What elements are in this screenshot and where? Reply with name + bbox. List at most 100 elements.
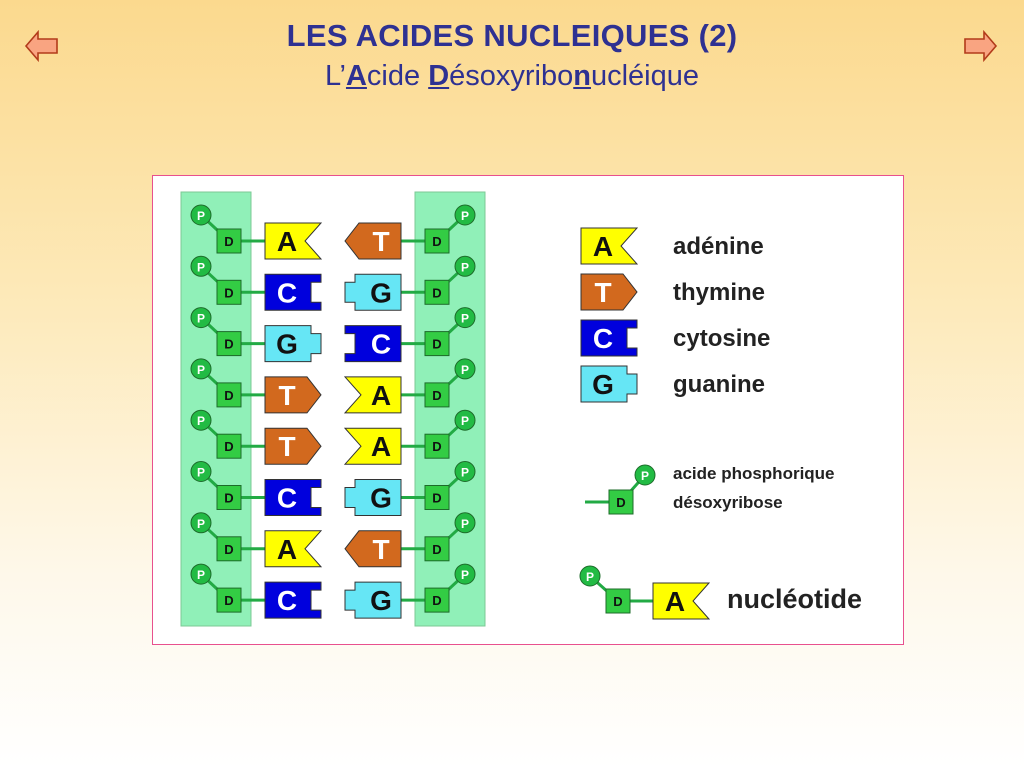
- guanine-letter-right: G: [370, 483, 392, 514]
- adenine-letter-legend: A: [593, 231, 613, 262]
- left-phosphate: [190, 461, 212, 482]
- nucleotide-phosphate-label: P: [586, 570, 594, 584]
- left-phosphate-label: P: [197, 466, 205, 480]
- left-sugar: [216, 587, 242, 613]
- guanine-letter-right: G: [370, 277, 392, 308]
- legend-phosphate: [634, 464, 656, 486]
- right-phosphate-label: P: [461, 260, 469, 274]
- right-phosphate-label: P: [461, 209, 469, 223]
- legend-phosphate-label: P: [641, 469, 649, 483]
- legend-sugar-label: D: [616, 495, 625, 510]
- cytosine-base-left: [264, 581, 322, 619]
- right-sugar-label: D: [432, 285, 441, 300]
- left-sugar-label: D: [224, 388, 233, 403]
- cytosine-letter-left: C: [277, 585, 297, 616]
- cytosine-letter-left: C: [277, 483, 297, 514]
- left-phosphate-label: P: [197, 568, 205, 582]
- guanine-letter-legend: G: [592, 369, 614, 400]
- page-title: LES ACIDES NUCLEIQUES (2): [286, 18, 738, 53]
- subtitle-part: ucléique: [590, 60, 700, 92]
- adenine-base-right: [343, 376, 402, 414]
- adenine-letter-right: A: [371, 380, 391, 411]
- adenine-letter-right: A: [371, 431, 391, 462]
- right-phosphate: [454, 461, 476, 482]
- left-sugar: [216, 485, 242, 510]
- right-sugar: [424, 587, 450, 613]
- left-sugar: [216, 536, 242, 562]
- right-sugar-label: D: [432, 439, 441, 454]
- right-sugar: [424, 331, 450, 357]
- legend-cytosine-label: cytosine: [673, 325, 770, 352]
- previous-slide-button[interactable]: [24, 28, 60, 64]
- left-sugar-label: D: [224, 491, 233, 506]
- right-phosphate-label: P: [461, 312, 469, 326]
- adenine-base-right: [343, 427, 402, 465]
- thymine-base-left: [264, 376, 322, 414]
- legend-sugar-label: désoxyribose: [673, 493, 783, 512]
- next-slide-button[interactable]: [962, 28, 998, 64]
- adenine-base-legend: [580, 227, 639, 265]
- guanine-base-right: [344, 581, 402, 619]
- right-phosphate-label: P: [461, 517, 469, 531]
- cytosine-base-right: [344, 325, 402, 363]
- thymine-base-left: [264, 427, 322, 465]
- guanine-base-right: [344, 273, 402, 311]
- right-sugar-label: D: [432, 337, 441, 352]
- left-sugar-label: D: [224, 542, 233, 557]
- thymine-letter-legend: T: [594, 277, 611, 308]
- nucleotide-sugar: [605, 588, 631, 614]
- right-sugar-label: D: [432, 542, 441, 557]
- legend-sugar: [608, 489, 634, 515]
- adenine-base-nucleotide: [652, 582, 711, 620]
- right-phosphate-label: P: [461, 414, 469, 428]
- left-phosphate: [190, 409, 212, 431]
- left-sugar-label: D: [224, 593, 233, 608]
- cytosine-base-left: [264, 479, 322, 516]
- adenine-letter-nucleotide: A: [665, 586, 685, 617]
- right-sugar-label: D: [432, 388, 441, 403]
- legend-thymine-label: thymine: [673, 279, 765, 306]
- left-phosphate-label: P: [197, 209, 205, 223]
- adenine-base-left: [264, 222, 323, 260]
- thymine-base-legend: [580, 273, 638, 311]
- guanine-base-right: [344, 479, 402, 516]
- left-phosphate: [190, 563, 212, 585]
- right-phosphate: [454, 307, 476, 329]
- left-sugar: [216, 228, 242, 254]
- right-phosphate-label: P: [461, 466, 469, 480]
- right-phosphate-label: P: [461, 363, 469, 377]
- cytosine-base-left: [264, 273, 322, 311]
- subtitle-part: cide: [366, 60, 429, 92]
- cytosine-letter-legend: C: [593, 323, 613, 354]
- right-sugar: [424, 433, 450, 459]
- arrow-left-icon: [24, 29, 58, 63]
- right-phosphate: [454, 512, 476, 534]
- left-sugar-label: D: [224, 439, 233, 454]
- left-sugar-label: D: [224, 285, 233, 300]
- guanine-letter-right: G: [370, 585, 392, 616]
- thymine-letter-left: T: [278, 431, 295, 462]
- cytosine-letter-right: C: [371, 329, 391, 360]
- subtitle-initial-a: A: [345, 60, 367, 92]
- right-phosphate: [454, 255, 476, 277]
- right-sugar: [424, 485, 450, 510]
- left-phosphate-label: P: [197, 414, 205, 428]
- page-subtitle: L’Acide Désoxyribonucléique: [0, 60, 1024, 93]
- arrow-right-icon: [964, 29, 998, 63]
- right-phosphate: [454, 358, 476, 380]
- left-sugar: [216, 279, 242, 305]
- right-phosphate: [454, 563, 476, 585]
- thymine-base-right: [344, 222, 402, 260]
- guanine-base-legend: [580, 365, 638, 403]
- adenine-letter-left: A: [277, 226, 297, 257]
- legend-guanine-label: guanine: [673, 371, 765, 398]
- adenine-base-left: [264, 530, 323, 568]
- left-phosphate: [190, 358, 212, 380]
- right-phosphate-label: P: [461, 568, 469, 582]
- right-sugar: [424, 279, 450, 305]
- right-sugar: [424, 228, 450, 254]
- cytosine-base-legend: [580, 319, 638, 357]
- subtitle-part: ésoxyribo: [449, 60, 574, 92]
- right-sugar-label: D: [432, 593, 441, 608]
